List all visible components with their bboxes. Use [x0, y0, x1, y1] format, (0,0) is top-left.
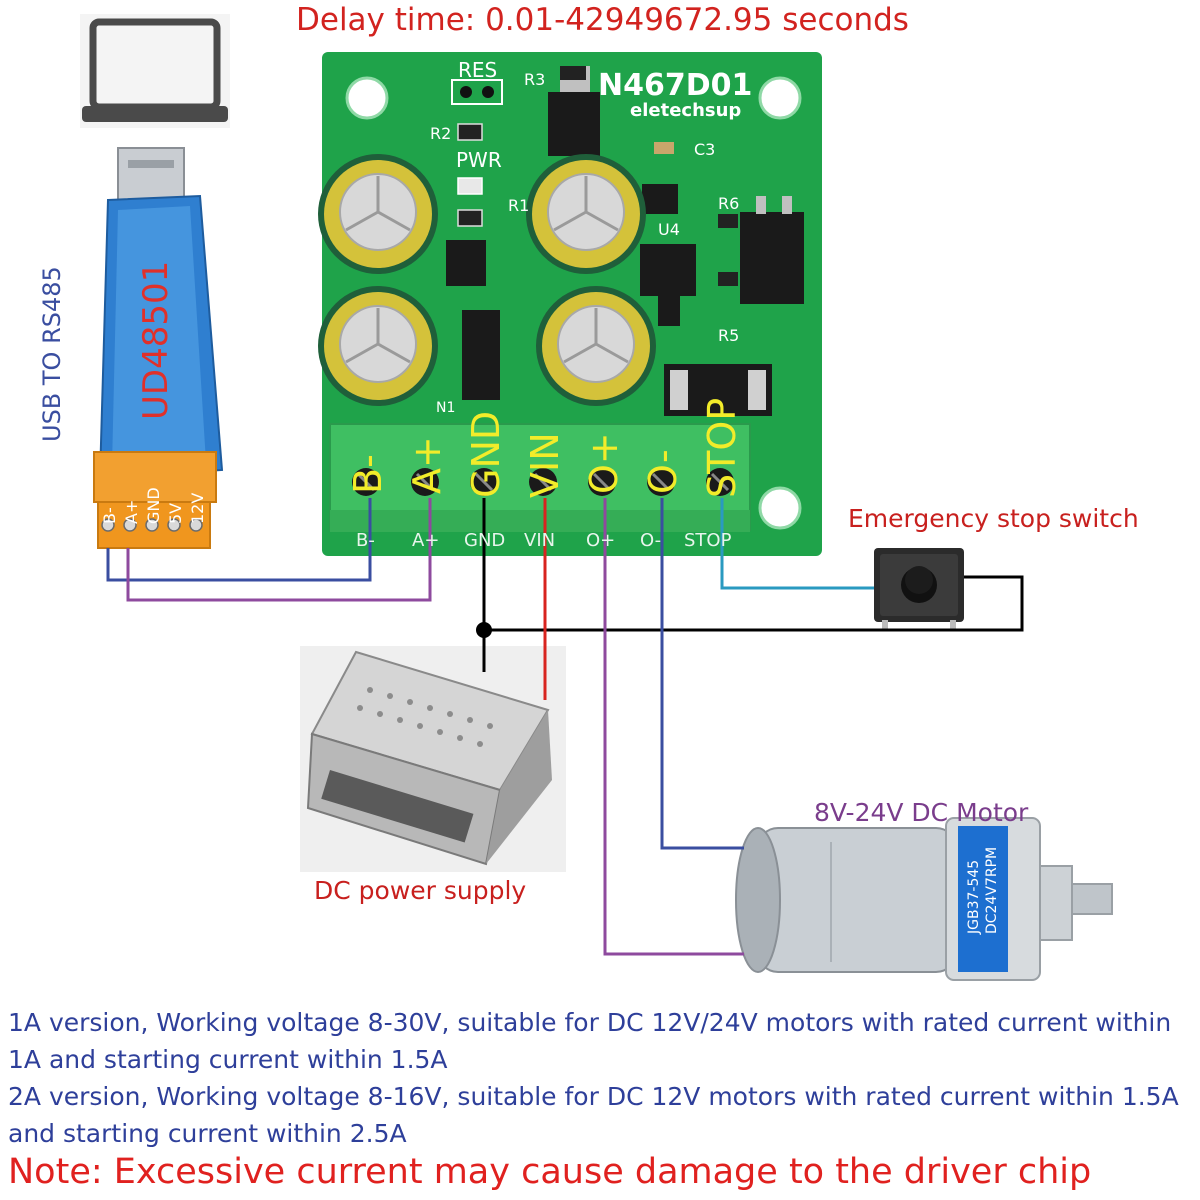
silk-pwr: PWR [456, 148, 502, 172]
silk-c3: C3 [694, 140, 716, 159]
bottom-label-vin: VIN [524, 530, 556, 551]
silk-r2: R2 [430, 124, 452, 143]
usb-pin-5v: 5V [166, 502, 185, 524]
terminal-label-a-plus: A+ [405, 436, 449, 494]
motor-sticker-model: JGB37-545 [966, 859, 982, 934]
terminal-label-vin: VIN [523, 432, 567, 498]
wire-o-minus [660, 498, 744, 850]
silk-r1: R1 [508, 196, 530, 215]
usb-pin-12v: 12V [188, 492, 207, 524]
emergency-stop-switch [874, 548, 964, 630]
wire-gnd-bus [484, 575, 1024, 632]
dc-motor [735, 817, 1113, 981]
bottom-label-b-minus: B- [356, 530, 375, 551]
bottom-label-o-plus: O+ [586, 530, 616, 551]
silk-r5: R5 [718, 326, 740, 345]
usb-pin-b-minus: B- [100, 507, 119, 524]
motor-sticker-spec: DC24V7RPM [984, 846, 1000, 934]
terminal-label-b-minus: B- [346, 454, 390, 494]
emergency-stop-label: Emergency stop switch [848, 504, 1139, 533]
silk-n1: N1 [436, 400, 456, 416]
usb-rs485-adapter [93, 147, 224, 549]
note-2a-version: 2A version, Working voltage 8-16V, suita… [8, 1082, 1179, 1148]
gnd-junction [476, 622, 492, 638]
terminal-label-o-plus: O+ [582, 432, 626, 494]
delay-time-title: Delay time: 0.01-42949672.95 seconds [296, 2, 909, 38]
terminal-label-stop: STOP [700, 397, 744, 498]
dc-power-supply [300, 646, 566, 872]
terminal-label-o-minus: O- [641, 449, 685, 494]
motor-label: 8V-24V DC Motor [814, 798, 1029, 827]
silk-res: RES [458, 58, 498, 82]
wire-stop [720, 498, 874, 590]
silk-u4: U4 [658, 220, 680, 239]
wire-o-plus [603, 498, 744, 956]
wire-b-minus [106, 498, 372, 582]
bottom-label-stop: STOP [684, 530, 732, 551]
note-1a-version: 1A version, Working voltage 8-30V, suita… [8, 1008, 1172, 1074]
wires [106, 498, 1024, 956]
power-supply-label: DC power supply [314, 876, 527, 905]
wire-a-plus [126, 498, 432, 602]
usb-pin-gnd: GND [144, 487, 163, 524]
bottom-label-o-minus: O- [640, 530, 662, 551]
silk-r3: R3 [524, 70, 546, 89]
notes-block: 1A version, Working voltage 8-30V, suita… [8, 1004, 1196, 1152]
n467d01-board [318, 52, 822, 556]
board-brand: eletechsup [630, 100, 742, 121]
terminal-label-gnd: GND [464, 410, 508, 498]
laptop-icon [80, 14, 230, 128]
usb-adapter-model: UD48501 [136, 260, 176, 420]
usb-pin-a-plus: A+ [122, 499, 141, 524]
usb-to-rs485-label: USB TO RS485 [38, 266, 66, 442]
board-model: N467D01 [598, 68, 753, 103]
bottom-label-gnd: GND [464, 530, 506, 551]
warning-note: Note: Excessive current may cause damage… [8, 1152, 1092, 1192]
silk-r6: R6 [718, 194, 740, 213]
bottom-label-a-plus: A+ [412, 530, 440, 551]
